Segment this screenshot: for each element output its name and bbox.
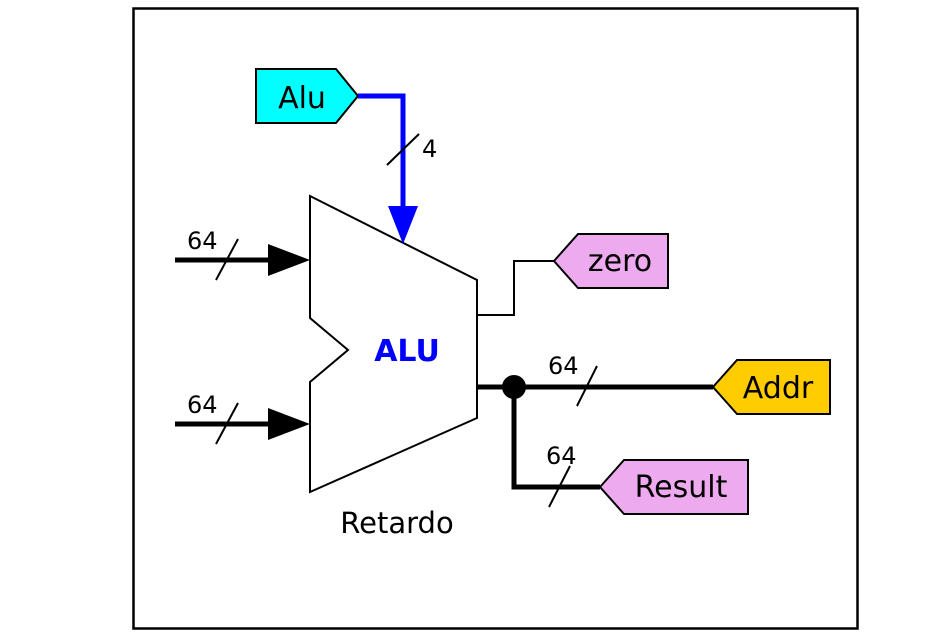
addr-tag-label: Addr	[743, 371, 814, 406]
control-wire	[358, 93, 406, 214]
result-width-label: 64	[546, 442, 577, 470]
addr-width-label: 64	[548, 352, 579, 380]
control-width-slash	[386, 133, 420, 166]
zero-tag-label: zero	[588, 244, 652, 279]
zero-tag	[552, 233, 669, 289]
result-tag	[598, 459, 749, 515]
alu-label: ALU	[374, 334, 440, 369]
result-tag-label: Result	[635, 470, 728, 505]
alu-block	[309, 194, 478, 494]
result-branch-wire	[511, 387, 600, 490]
input-a-width-label: 64	[187, 227, 218, 255]
result-width-slash	[548, 465, 571, 508]
control-tag-label: Alu	[278, 81, 326, 116]
input-b-width-slash	[215, 402, 239, 445]
zero-wire	[477, 260, 554, 316]
input-b-arrowhead	[268, 408, 310, 440]
control-width-label: 4	[422, 135, 437, 163]
diagram-frame	[132, 7, 859, 630]
alu-caption: Retardo	[340, 506, 453, 540]
addr-width-slash	[576, 365, 598, 407]
addr-tag	[711, 359, 831, 415]
input-a-arrowhead	[268, 244, 310, 276]
input-b-width-label: 64	[187, 391, 218, 419]
input-a-width-slash	[215, 238, 239, 281]
control-tag	[255, 68, 360, 124]
control-arrowhead	[388, 206, 418, 244]
